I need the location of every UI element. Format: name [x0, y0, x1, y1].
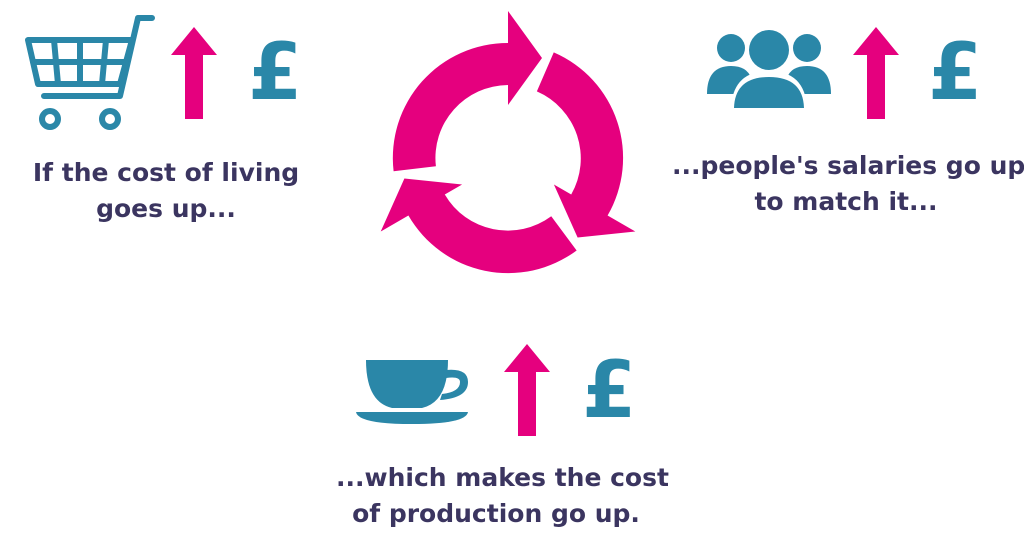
people-group-icon: [707, 30, 831, 108]
arrow-up-icon: [171, 27, 217, 119]
pound-icon: £: [582, 346, 637, 436]
caption-cost-of-living: If the cost of living goes up...: [32, 158, 300, 223]
shopping-cart-icon: [25, 15, 155, 130]
arrow-up-icon: [853, 27, 899, 119]
pound-icon: £: [928, 28, 983, 118]
caption-production: ...which makes the cost of production go…: [336, 463, 669, 528]
caption-salaries: ...people's salaries go up to match it..…: [672, 151, 1024, 216]
pound-icon: £: [248, 28, 303, 118]
teacup-icon: [356, 360, 468, 424]
arrow-up-icon: [504, 344, 550, 436]
circular-arrows-icon: [380, 11, 636, 274]
